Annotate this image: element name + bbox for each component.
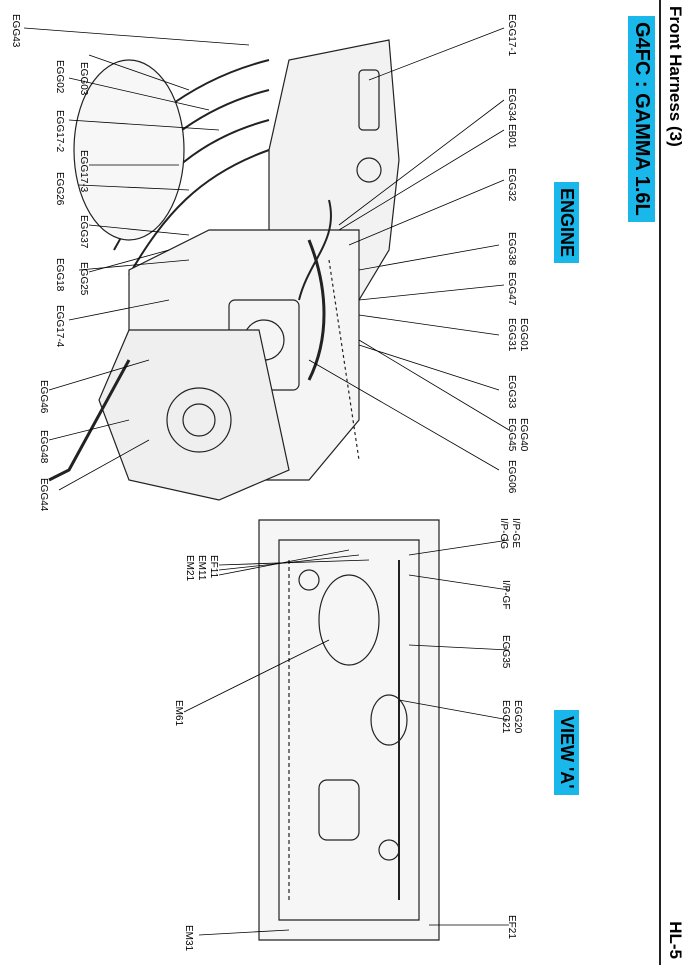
label-egg47: EGG47 [506,272,517,306]
label-egg17-3: EGG17-3 [78,150,89,193]
label-ef21: EF21 [506,915,517,939]
label-egg33: EGG33 [506,375,517,409]
label-ip-gg: I/P-GG [498,518,509,550]
label-egg17-4: EGG17-4 [54,305,65,348]
label-egg32: EGG32 [506,168,517,202]
label-egg02: EGG02 [54,60,65,94]
label-egg46: EGG46 [38,380,49,414]
label-egg45: EGG45 [506,418,517,452]
label-egg03: EGG03 [78,62,89,96]
label-egg38: EGG38 [506,232,517,266]
label-egg25: EGG25 [78,262,89,296]
label-em21: EM21 [184,555,195,582]
label-egg40: EGG40 [518,418,529,452]
label-egg31: EGG31 [506,318,517,352]
label-ip-gf: I/P-GF [500,580,511,610]
label-egg44: EGG44 [38,478,49,512]
label-egg26: EGG26 [54,172,65,206]
label-ip-ge: I/P-GE [510,518,521,549]
label-eb01: EB01 [506,124,517,149]
label-egg21: EGG21 [500,700,511,734]
label-egg01: EGG01 [518,318,529,352]
label-egg48: EGG48 [38,430,49,464]
label-egg17-1: EGG17-1 [506,14,517,57]
label-egg35: EGG35 [500,635,511,669]
label-egg37: EGG37 [78,215,89,249]
label-egg18: EGG18 [54,258,65,292]
label-egg34: EGG34 [506,88,517,122]
label-egg17-2: EGG17-2 [54,110,65,153]
label-egg20: EGG20 [512,700,523,734]
label-egg06: EGG06 [506,460,517,494]
label-ef11: EF11 [208,555,219,579]
label-egg43: EGG43 [10,14,21,48]
label-em61: EM61 [173,700,184,727]
label-em31: EM31 [183,925,194,952]
label-em11: EM11 [196,555,207,581]
